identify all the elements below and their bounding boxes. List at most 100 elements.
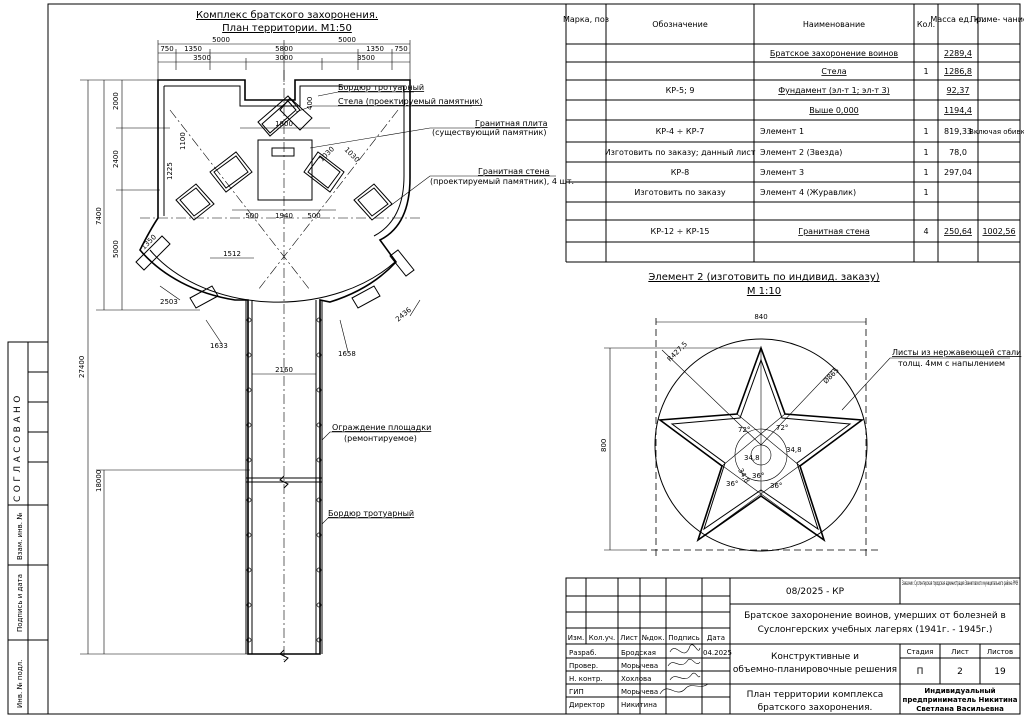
spec-cell-note: 1002,56 [982, 227, 1015, 236]
spec-cell-mass: 297,04 [944, 168, 972, 177]
dim-label: 400 [306, 97, 314, 110]
dim-label: 500 [245, 212, 258, 220]
star-height-dim: 800 [600, 439, 608, 452]
dim-label: 7400 [95, 207, 103, 225]
stamp-object-line1: Братское захоронение воинов, умерших от … [744, 611, 1006, 621]
stamp-stage-header: Стадия [907, 648, 934, 656]
stamp-col-header: №док. [642, 634, 665, 642]
callout-slab-line1: Гранитная плита [475, 119, 548, 128]
spec-cell-mass: 1286,8 [944, 67, 972, 76]
star-inner-dim: 34,8 [736, 467, 751, 485]
stamp-col-header: Подпись [668, 634, 700, 642]
granite-walls [175, 151, 393, 221]
dim-chain-left: 2000 2400 7400 5000 27400 18000 [78, 79, 250, 655]
dim-label: 1350 [366, 45, 384, 53]
spec-cell-qty: 1 [923, 127, 928, 136]
callout-border-bottom: Бордюр тротуарный [328, 509, 414, 518]
spec-cell-qty: 1 [923, 67, 928, 76]
spec-cell-mass: 78,0 [949, 148, 967, 157]
spec-cell-note: Включая обивку [969, 128, 1024, 136]
plan-title: Комплекс братского захоронения. [196, 10, 378, 21]
spec-cell-mass: 1194,4 [944, 106, 972, 115]
spec-header-name: Наименование [803, 20, 865, 29]
stamp-person: Бродская [621, 649, 656, 657]
dim-label: 1030 [343, 146, 361, 164]
star-radius-label: R427,5 [666, 340, 689, 363]
dim-label: 5800 [275, 45, 293, 53]
star-scale: М 1:10 [747, 286, 781, 297]
stamp-sheet-header: Лист [951, 648, 969, 656]
callout-wall-line1: Гранитная стена [478, 167, 550, 176]
stamp-sheet-title-line1: План территории комплекса [747, 690, 884, 700]
stamp-person: Морычева [621, 662, 658, 670]
stamp-role: Разраб. [569, 649, 597, 657]
spec-cell-qty: 1 [923, 168, 928, 177]
stamp-section-line1: Конструктивные и [771, 652, 859, 662]
stamp-col-header: Кол.уч. [589, 634, 615, 642]
star-angle-label: 36° [752, 472, 764, 480]
spec-cell-name: Стела [821, 67, 846, 76]
star-circle [654, 338, 868, 552]
signatures [659, 644, 709, 695]
stamp-person: Морычева [621, 688, 658, 696]
dim-label: 18000 [95, 470, 103, 492]
spec-cell-name: Фундамент (эл-т 1; эл-т 3) [778, 86, 890, 95]
stamp-customer-text: Заказчик: Суслонгерская городская админи… [902, 580, 1018, 587]
stamp-person: Никитина [621, 701, 657, 709]
stamp-role: Провер. [569, 662, 598, 670]
original-inv-label: Инв. № подл. [16, 660, 24, 708]
dim-label: 1350 [184, 45, 202, 53]
spec-header-mark: Марка, поз [563, 15, 609, 24]
signature-date-label: Подпись и дата [16, 574, 24, 632]
spec-cell-designation: КР-12 ÷ КР-15 [651, 227, 710, 236]
star-angle-label: 36° [770, 482, 782, 490]
dim-label: 750 [394, 45, 407, 53]
star-angle-label: 72° [776, 424, 788, 432]
fence-posts [246, 317, 322, 643]
callout-fence-line1: Ограждение площадки [332, 423, 431, 432]
title-block: Изм. Кол.уч. Лист №док. Подпись Дата Раз… [565, 577, 1021, 715]
dim-label: 2160 [275, 366, 293, 374]
dim-label: 1512 [223, 250, 241, 258]
star-angle-label: 36° [726, 480, 738, 488]
spec-cell-name: Выше 0,000 [809, 106, 859, 115]
spec-cell-designation: Изготовить по заказу [634, 188, 726, 197]
star-detail: Элемент 2 (изготовить по индивид. заказу… [600, 272, 1021, 560]
stamp-sheets-header: Листов [987, 648, 1013, 656]
star-title: Элемент 2 (изготовить по индивид. заказу… [648, 272, 879, 283]
stamp-org-line1: Индивидуальный [924, 687, 995, 695]
dim-label: 1030 [318, 145, 336, 163]
stamp-sheet-value: 2 [957, 667, 963, 677]
dim-label: 5000 [338, 36, 356, 44]
dim-label: 3500 [357, 54, 375, 62]
benches [135, 235, 415, 309]
granite-slab [257, 139, 313, 201]
callout-fence-line2: (ремонтируемое) [344, 434, 417, 443]
radius-label: 2436 [394, 306, 413, 324]
callout-border-top: Бордюр тротуарный [338, 83, 424, 92]
stamp-col-header: Лист [620, 634, 638, 642]
star-inner-dim: 34,8 [786, 446, 802, 454]
inner-outline [164, 85, 405, 237]
approved-label: СОГЛАСОВАНО [13, 392, 23, 502]
spec-cell-name: Гранитная стена [798, 227, 870, 236]
spec-cell-qty: 4 [923, 227, 928, 236]
platform-arc [149, 249, 396, 303]
stele [257, 95, 313, 137]
stamp-org-line2: предприниматель Никитина [903, 696, 1018, 704]
star-diameter-label: Ø865 [822, 366, 841, 385]
spec-cell-mass: 819,33 [944, 127, 972, 136]
radius-label: 1658 [338, 350, 356, 358]
dim-label: 1225 [166, 162, 174, 180]
side-stamp: СОГЛАСОВАНО Взам. инв. № Подпись и дата … [7, 341, 49, 715]
stamp-date: 04.2025 [703, 649, 732, 657]
stamp-customer: Заказчик: Суслонгерская городская админи… [902, 580, 1018, 587]
stamp-role: Директор [569, 701, 605, 709]
spec-cell-designation: КР-8 [671, 168, 689, 177]
spec-cell-name: Элемент 2 (Звезда) [760, 148, 842, 157]
spec-header-designation: Обозначение [652, 20, 708, 29]
spec-header-qty: Кол. [917, 20, 935, 29]
stamp-sheets-value: 19 [994, 667, 1006, 677]
spec-cell-mass: 2289,4 [944, 49, 972, 58]
